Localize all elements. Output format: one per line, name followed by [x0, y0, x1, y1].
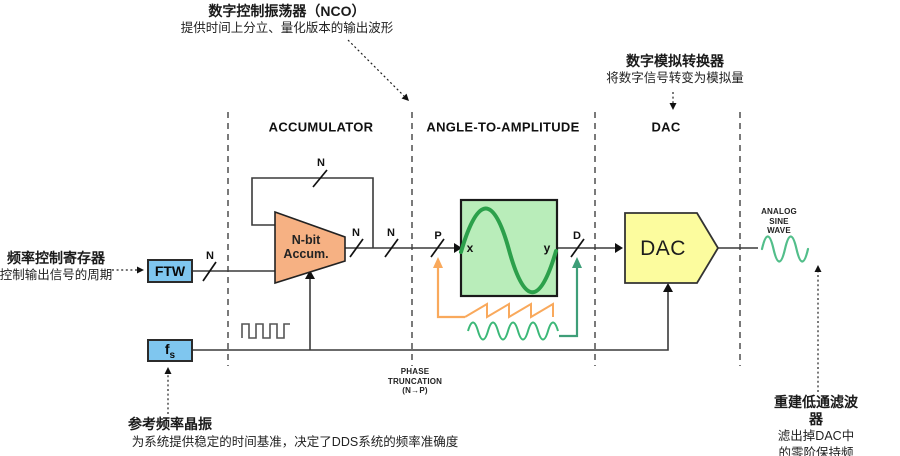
- bus-slashes: [202, 169, 585, 282]
- filter-arrowhead-icon: [814, 265, 822, 272]
- bus-width-label-d: D: [573, 230, 581, 242]
- annotation-crystal-title-wrap: 参考频率晶振: [128, 416, 212, 433]
- annotation-ftw-body: 控制输出信号的周期: [0, 268, 113, 282]
- bus-width-label-out1: N: [352, 227, 360, 239]
- dac-block: [624, 212, 720, 284]
- digital-sine-pointer: [559, 264, 579, 338]
- analog-sine-wave-caption: ANALOG SINE WAVE: [761, 206, 797, 235]
- dac-label: DAC: [640, 237, 686, 260]
- annotation-crystal-body-wrap: 为系统提供稳定的时间基准，决定了DDS系统的频率准确度: [132, 434, 458, 451]
- arrow-clock-accumulator: [305, 270, 315, 279]
- arrowheads: [305, 243, 673, 292]
- slash-p: [430, 238, 445, 258]
- ftw-label: FTW: [154, 263, 186, 279]
- slash-feedback: [312, 169, 328, 188]
- arrow-into-lookup: [454, 243, 462, 253]
- annotation-arrowheads: [137, 93, 822, 374]
- slash-out1: [349, 238, 364, 258]
- fs-clock-block: fs: [147, 339, 193, 362]
- section-header-accumulator: ACCUMULATOR: [268, 119, 374, 135]
- slash-out2: [384, 238, 399, 258]
- annotation-filter-body: 滤出掉DAC中的零阶保持频谱: [777, 429, 855, 456]
- section-dividers: [227, 112, 741, 366]
- fs-clock-wire: [193, 292, 669, 351]
- analog-sine-waveform-icon: [760, 235, 810, 263]
- slash-d: [570, 238, 585, 258]
- lookup-input-label: x: [466, 241, 474, 255]
- arrow-into-dac: [615, 243, 623, 253]
- annotation-nco: 数字控制振荡器（NCO） 提供时间上分立、量化版本的输出波形: [181, 3, 394, 37]
- nco-arrowhead-icon: [401, 93, 409, 101]
- annotation-dac-converter: 数字模拟转换器 将数字信号转变为模拟量: [606, 53, 744, 87]
- slash-ftw: [202, 261, 217, 282]
- annotation-nco-title: 数字控制振荡器（NCO）: [208, 3, 366, 19]
- annotation-crystal-title: 参考频率晶振: [128, 416, 212, 432]
- annotation-dac-body: 将数字信号转变为模拟量: [606, 71, 744, 85]
- bus-width-label-feedback: N: [317, 157, 325, 169]
- bus-width-label-ftw: N: [206, 250, 214, 262]
- nco-annotation-arrow: [347, 39, 405, 97]
- lookup-output-label: y: [543, 241, 551, 255]
- dac-arrowhead-icon: [669, 103, 677, 110]
- section-header-angle-to-amplitude: ANGLE-TO-AMPLITUDE: [426, 119, 580, 135]
- annotation-dac-title: 数字模拟转换器: [625, 53, 724, 69]
- annotation-ftw-register: 频率控制寄存器 控制输出信号的周期: [0, 250, 112, 284]
- annotation-filter: 重建低通滤波器 滤出掉DAC中的零阶保持频谱: [774, 394, 858, 456]
- ftw-register-block: FTW: [147, 259, 193, 283]
- sawtooth-waveform-icon: [464, 302, 554, 319]
- ftw-arrowhead-icon: [137, 266, 144, 274]
- crystal-arrowhead-icon: [164, 367, 172, 374]
- annotation-crystal-body: 为系统提供稳定的时间基准，决定了DDS系统的频率准确度: [131, 435, 459, 449]
- annotation-filter-title: 重建低通滤波器: [774, 394, 858, 427]
- phase-ramp-pointer: [436, 264, 465, 319]
- sine-lookup-curve-icon: [459, 206, 558, 295]
- accumulator-block: [274, 210, 346, 285]
- phase-truncation-caption: PHASE TRUNCATION (N→P): [387, 366, 443, 395]
- annotation-nco-body: 提供时间上分立、量化版本的输出波形: [180, 21, 394, 35]
- digital-sine-waveform-icon: [467, 321, 559, 341]
- annotation-ftw-title: 频率控制寄存器: [6, 250, 105, 266]
- bus-width-label-p: P: [434, 230, 442, 242]
- feedback-wire: [251, 177, 374, 248]
- digital-sine-arrowhead-icon: [572, 257, 582, 268]
- accumulator-label: N-bit Accum.: [283, 233, 329, 261]
- annotation-arrows: [112, 39, 819, 414]
- fs-label: fs: [164, 340, 176, 361]
- bus-width-label-out2: N: [387, 227, 395, 239]
- clock-waveform-icon: [241, 323, 290, 339]
- arrow-clock-dac: [663, 283, 673, 292]
- section-header-dac: DAC: [651, 119, 681, 135]
- phase-ramp-arrowhead-icon: [433, 257, 443, 268]
